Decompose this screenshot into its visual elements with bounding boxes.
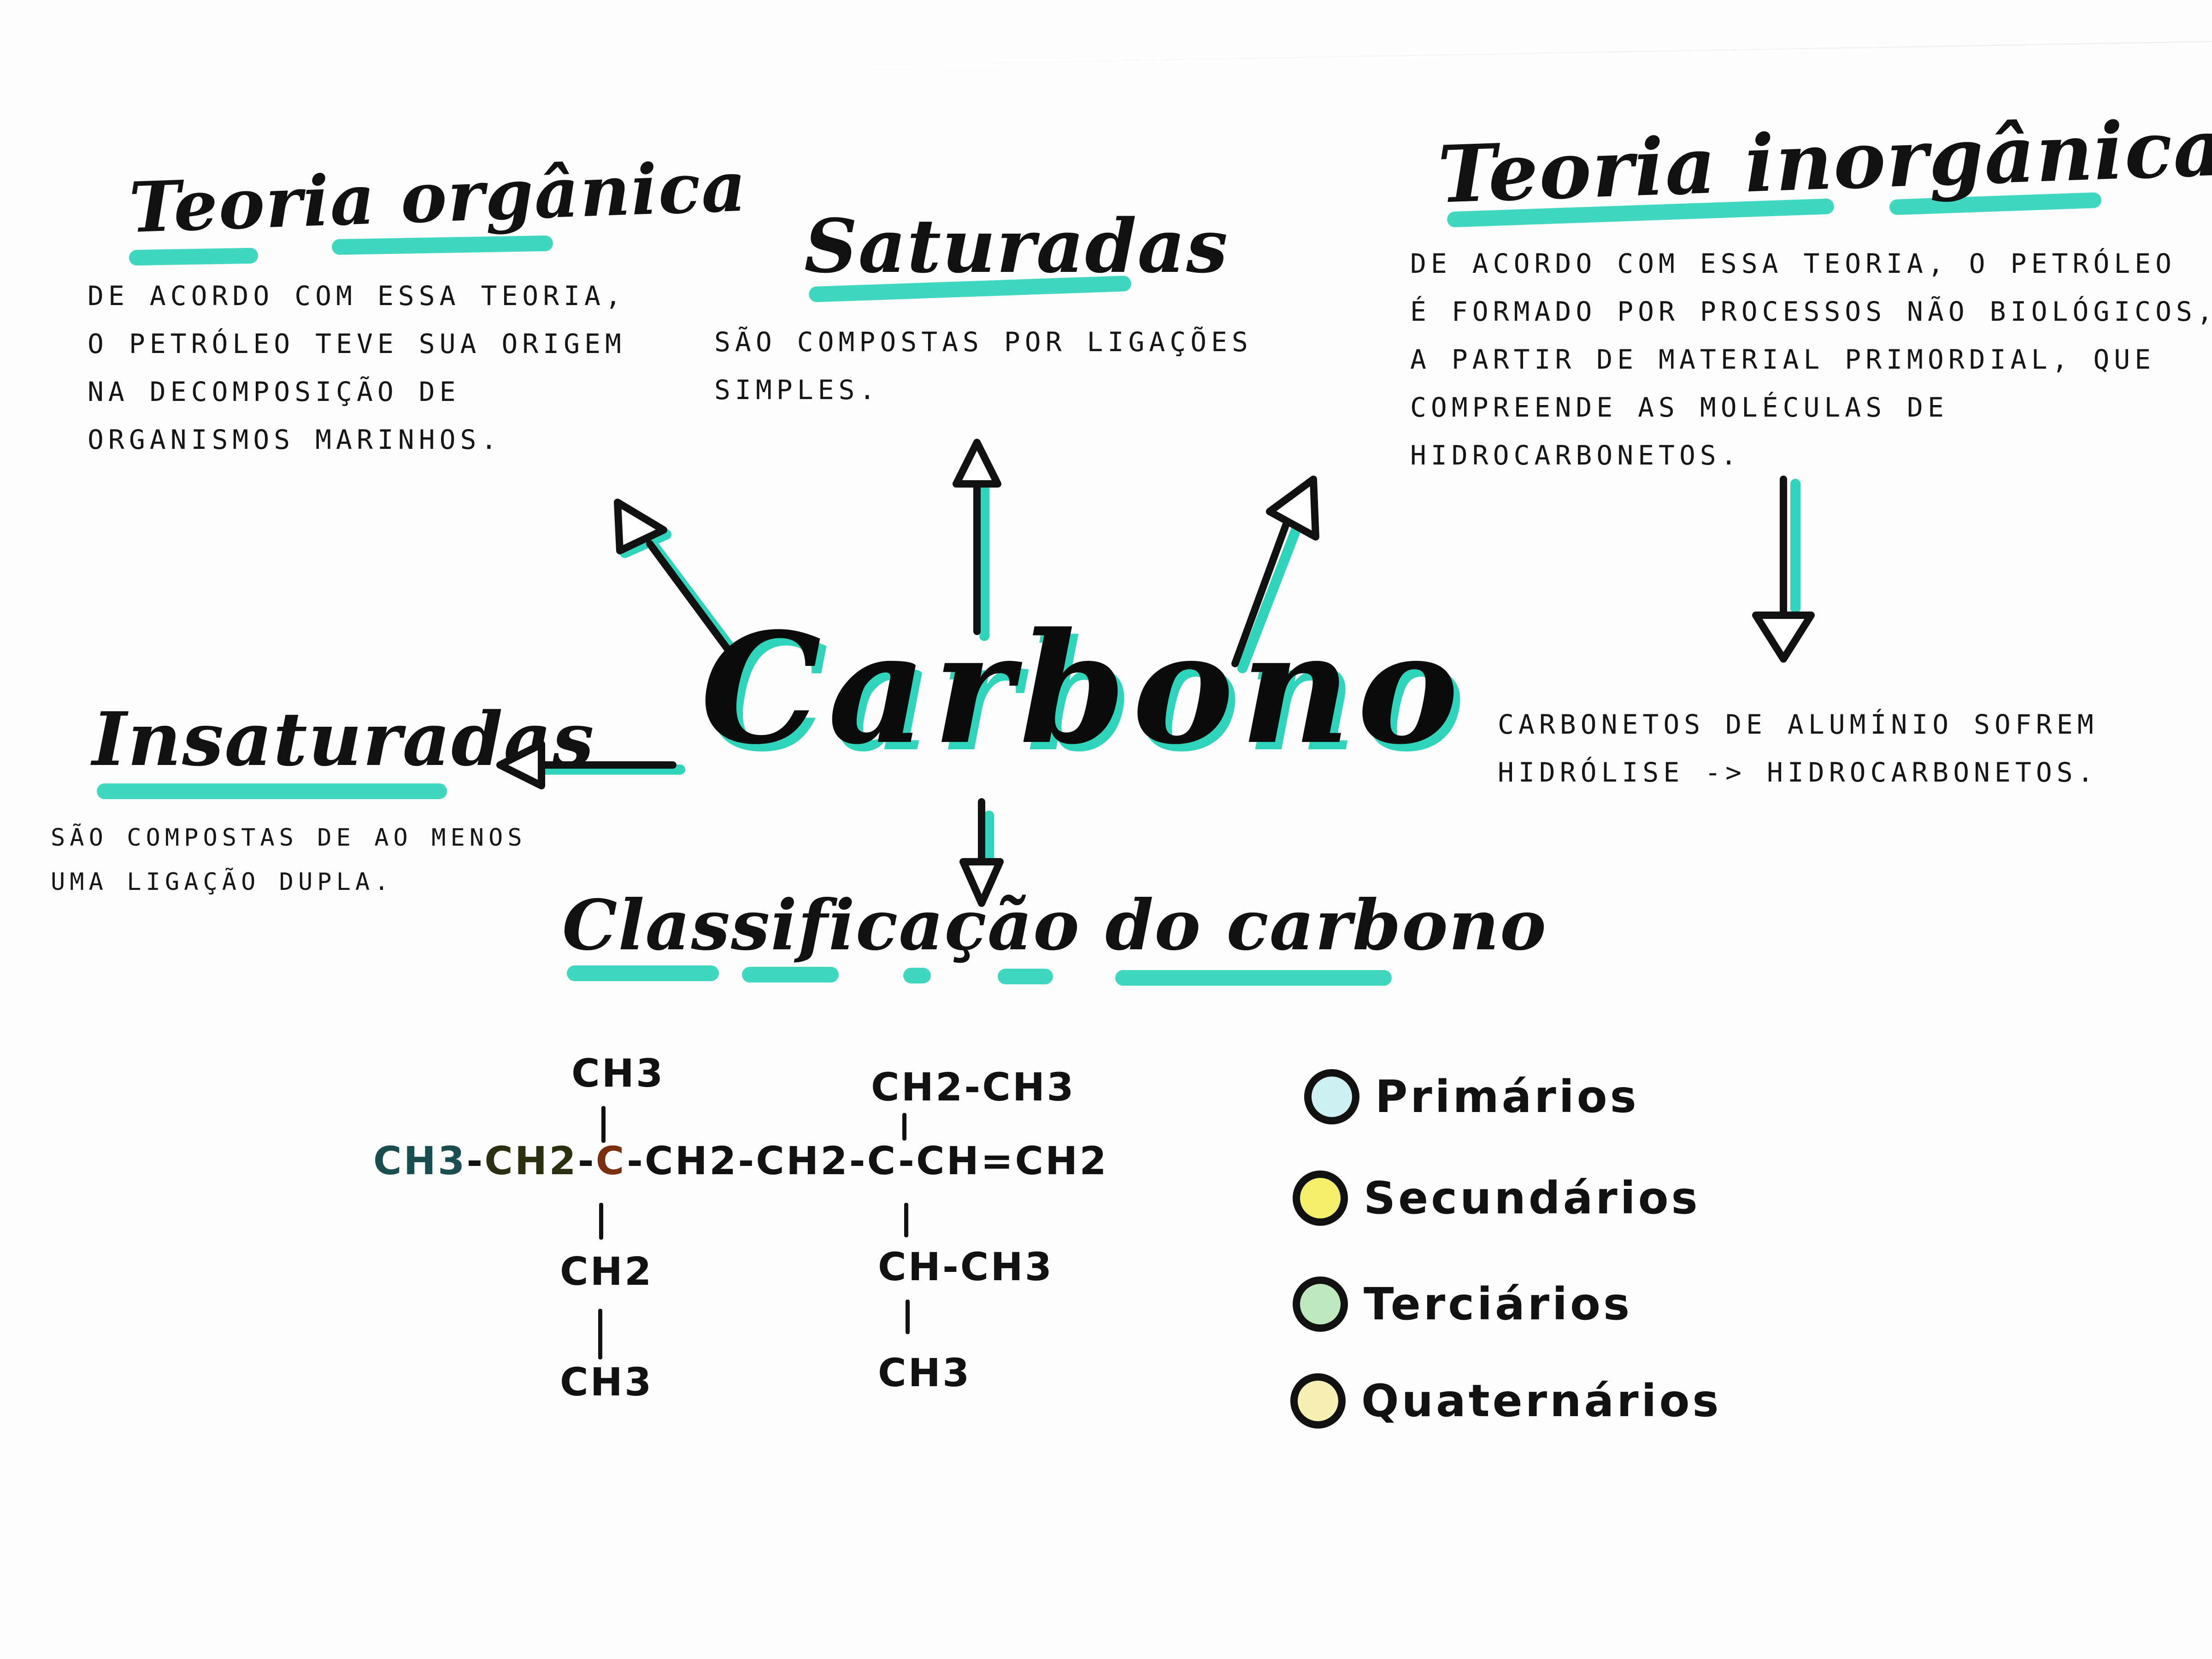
legend-item-primarios: Primários [1304,1069,1639,1124]
saturadas-title: Saturadas [804,203,1229,289]
text-line: São compostas de ao menos [51,824,527,852]
legend-item-quaternarios: Quaternários [1290,1373,1722,1429]
bond: = [980,1138,1015,1183]
atom-c4: CH2 [645,1138,738,1183]
bond: - [627,1138,645,1183]
bond: - [577,1138,596,1183]
branch-ch-ch3-bottom-right: CH-CH3 [878,1244,1054,1289]
title-highlight [567,965,719,981]
branch-ethyl-top-right: CH2-CH3 [871,1065,1076,1110]
legend-label: Terciários [1364,1278,1633,1330]
text-line: Carbonetos de alumínio sofrem [1498,709,2098,740]
circle-icon [1293,1171,1348,1226]
atom-c1: CH3 [373,1138,467,1183]
text-line: na decomposição de [88,376,460,407]
atom-c7: CH [916,1138,981,1183]
atom-c3: C [595,1138,627,1183]
branch-ch3-top-left: CH3 [571,1051,665,1096]
main-chain: CH3-CH2-C-CH2-CH2-C-CH=CH2 [373,1138,1108,1183]
title-highlight [742,967,839,982]
legend-item-terciarios: Terciários [1293,1277,1632,1332]
atom-c5: CH2 [756,1138,849,1183]
text-line: hidrólise -> hidrocarbonetos. [1498,757,2098,788]
central-topic-carbono: Carbono [700,599,1465,778]
text-line: o petróleo teve sua origem [88,328,626,359]
atom-c8: CH2 [1015,1138,1108,1183]
title-highlight [903,968,931,983]
atom-c2: CH2 [484,1138,578,1183]
text-line: São compostas por ligações [714,326,1253,358]
circle-icon [1290,1373,1346,1429]
text-line: simples. [714,374,880,406]
circle-icon [1293,1277,1348,1332]
text-line: uma ligação dupla. [51,868,394,896]
text-line: organismos marinhos. [88,424,502,455]
legend-label: Primários [1375,1071,1639,1123]
text-line: a partir de material primordial, que [1410,344,2156,375]
title-highlight [998,969,1053,984]
bond-vertical [902,1113,906,1141]
legend-label: Quaternários [1361,1375,1722,1427]
text-line: De acordo com essa teoria, [88,280,626,312]
circle-icon [1304,1069,1359,1124]
text-line: compreende as moléculas de [1410,392,1948,423]
bond-vertical [904,1203,908,1237]
bond-vertical [906,1300,910,1334]
branch-ch3-bottom-left: CH3 [560,1359,653,1405]
classificacao-title: Classificação do carbono [562,885,1547,966]
title-highlight [1115,970,1392,986]
bond: - [466,1138,485,1183]
atom-c6: C [867,1138,899,1183]
bond: - [738,1138,756,1183]
branch-ch3-bottom-right: CH3 [878,1350,971,1395]
text-line: é formado por processos não biológicos, [1410,296,2212,327]
insaturadas-text: São compostas de ao menos uma ligação du… [51,816,527,904]
saturadas-text: São compostas por ligações simples. [714,318,1253,414]
legend-label: Secundários [1364,1172,1700,1224]
branch-ch2-bottom-left: CH2 [560,1249,653,1294]
bond-vertical [598,1309,602,1359]
title-highlight [97,783,447,799]
legend-item-secundarios: Secundários [1293,1171,1700,1226]
text-line: De acordo com essa teoria, o petróleo [1410,248,2177,279]
teoria-inorganica-text: De acordo com essa teoria, o petróleo é … [1410,240,2212,479]
bond-vertical [599,1203,603,1240]
bond: - [849,1138,867,1183]
bond-vertical [601,1106,606,1143]
bond: - [898,1138,917,1183]
teoria-organica-text: De acordo com essa teoria, o petróleo te… [88,272,626,464]
text-line: hidrocarbonetos. [1410,440,1741,471]
hidrolise-text: Carbonetos de alumínio sofrem hidrólise … [1498,700,2098,796]
